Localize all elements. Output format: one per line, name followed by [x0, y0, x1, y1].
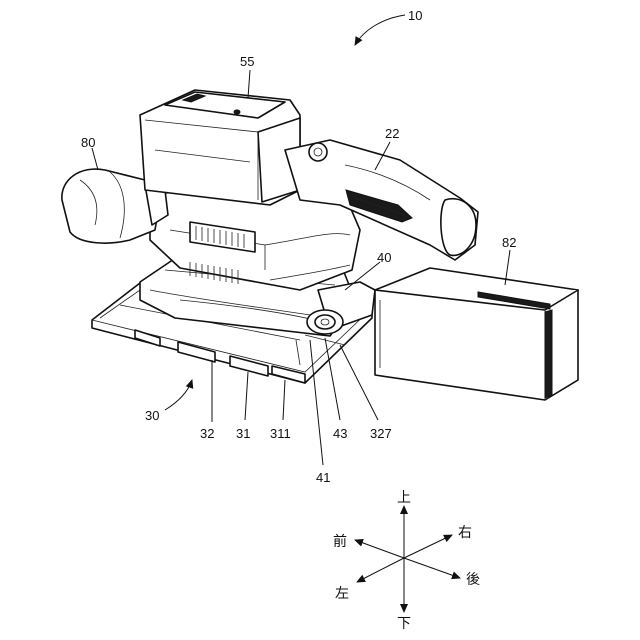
arrow-left — [357, 558, 404, 582]
dir-down: 下 — [397, 616, 411, 632]
label-32: 32 — [200, 426, 214, 441]
direction-compass: 上 下 前 後 右 左 — [333, 490, 480, 632]
dir-front: 前 — [333, 533, 347, 550]
dir-back: 後 — [466, 572, 480, 588]
arrow-back — [404, 558, 460, 578]
label-40: 40 — [377, 250, 391, 265]
dir-left: 左 — [335, 586, 349, 602]
label-80: 80 — [81, 135, 95, 150]
label-327: 327 — [370, 426, 392, 441]
label-55: 55 — [240, 54, 254, 69]
label-30: 30 — [145, 408, 159, 423]
label-311: 311 — [270, 426, 291, 441]
label-10: 10 — [408, 8, 422, 23]
battery-pack — [140, 90, 300, 205]
label-41: 41 — [316, 470, 330, 485]
dir-right: 右 — [458, 525, 472, 541]
label-31: 31 — [236, 426, 250, 441]
label-43: 43 — [333, 426, 347, 441]
label-82: 82 — [502, 235, 516, 250]
arrow-front — [355, 540, 404, 558]
arrow-right — [404, 535, 452, 558]
dir-up: 上 — [397, 490, 411, 506]
dust-box — [375, 268, 578, 400]
label-22: 22 — [385, 126, 399, 141]
